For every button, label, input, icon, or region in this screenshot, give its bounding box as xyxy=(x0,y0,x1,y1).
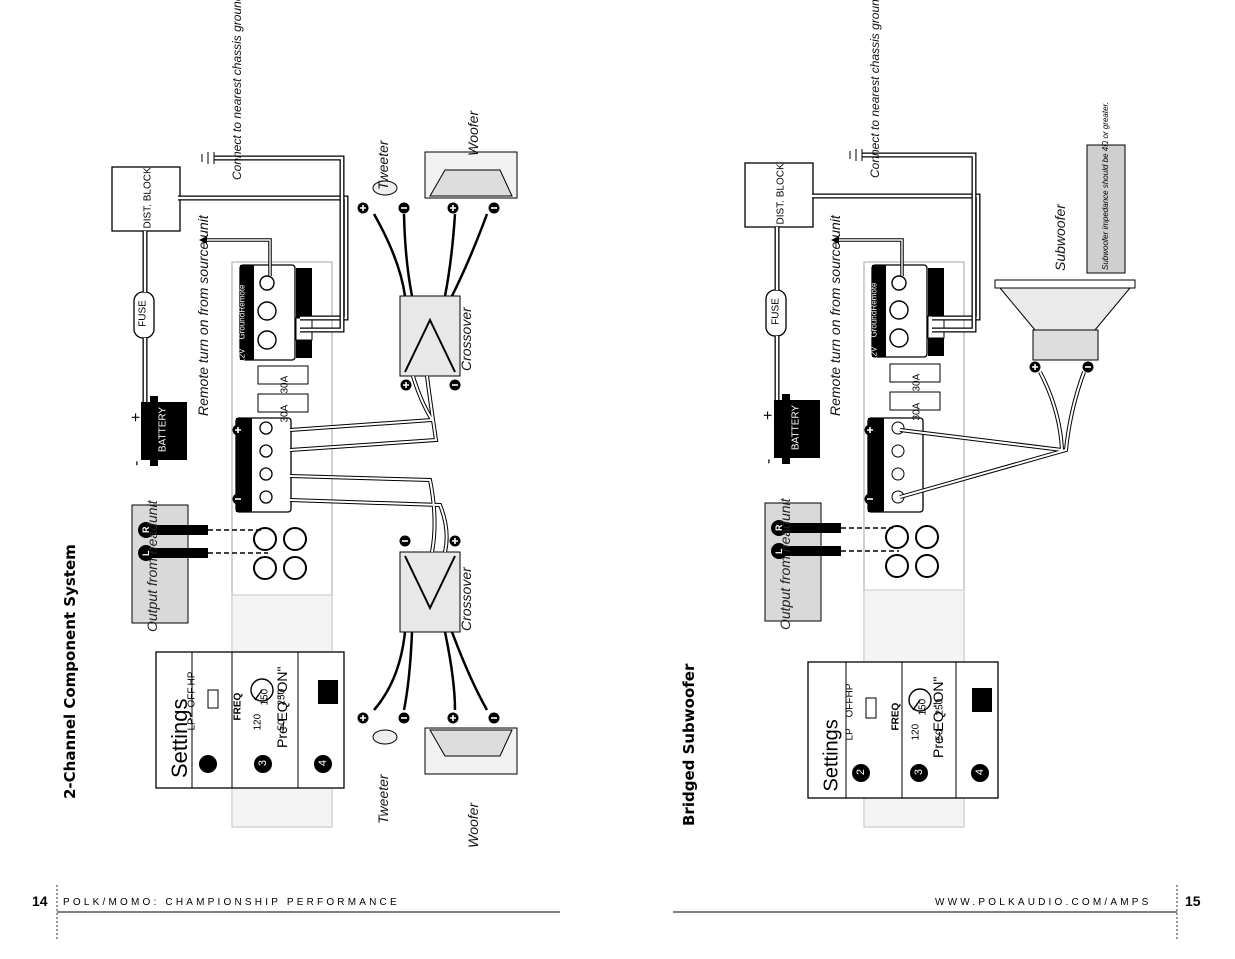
fuse-label-left: FUSE xyxy=(137,300,149,327)
fuse-label-right: FUSE xyxy=(770,298,782,325)
amp-fuse-2 xyxy=(257,393,309,413)
freq-label: FREQ xyxy=(232,692,244,721)
settings-box-left xyxy=(155,651,345,789)
rca-r-left: R xyxy=(141,526,151,534)
rca-l-right: L xyxy=(774,548,784,555)
battery-right xyxy=(774,400,820,458)
battery-label-left: BATTERY xyxy=(157,406,169,453)
rca-r-right: R xyxy=(774,524,784,532)
brand-badge xyxy=(296,268,312,358)
remote-turn-on-left: Remote turn on from source unit xyxy=(195,215,211,416)
page-title-right: Bridged Subwoofer xyxy=(680,663,698,826)
step-3-left: 3 xyxy=(257,759,269,767)
battery-plus-left: + xyxy=(128,412,145,422)
crossover-top-label: Crossover xyxy=(458,307,474,371)
page-title-left: 2-Channel Component System xyxy=(61,544,79,799)
dist-block-label-left: DIST. BLOCK xyxy=(142,167,154,229)
impedance-note: Subwoofer impedance should be 4Ω or grea… xyxy=(1101,101,1110,270)
left-page xyxy=(111,151,518,828)
switch-hp-label-right: HP xyxy=(844,683,856,698)
rca-jack xyxy=(253,527,277,551)
step-4-left: 4 xyxy=(317,759,329,767)
impedance-note-box xyxy=(1086,144,1126,274)
battery-minus-right: - xyxy=(760,458,777,464)
right-page xyxy=(744,144,1136,828)
page-number-right: 15 xyxy=(1185,893,1201,909)
battery xyxy=(141,402,187,460)
crossover-bottom-label: Crossover xyxy=(458,567,474,631)
terminal-remote-right: Remote xyxy=(869,282,879,311)
output-from-headunit-right: Output from headunit xyxy=(777,498,793,630)
freq-250-label: 250 xyxy=(276,688,288,706)
page-number-left: 14 xyxy=(32,893,48,909)
remote-turn-on-right: Remote turn on from source unit xyxy=(827,215,843,416)
footer-text-right: WWW.POLKAUDIO.COM/AMPS xyxy=(935,897,1152,908)
woofer-bottom-label: Woofer xyxy=(465,802,481,848)
settings-box-right xyxy=(807,661,999,799)
battery-label-right: BATTERY xyxy=(790,404,802,451)
freq-150-label: 150 xyxy=(259,688,271,706)
connect-ground-left: Connect to nearest chassis ground xyxy=(230,0,244,180)
battery-plus-right: + xyxy=(760,410,777,420)
tweeter-top-label: Tweeter xyxy=(375,140,391,190)
footer-text-left: POLK/MOMO: CHAMPIONSHIP PERFORMANCE xyxy=(63,897,400,908)
tweeter-top xyxy=(372,180,398,196)
switch-hp-label: HP xyxy=(186,671,198,686)
tweeter-bottom xyxy=(372,729,398,745)
rca-l-left: L xyxy=(141,550,151,557)
fuse-30a-2-right: 30A xyxy=(911,402,923,421)
distribution-block-right xyxy=(744,162,814,228)
settings-title-right: Settings xyxy=(820,719,843,792)
subwoofer-cone xyxy=(998,287,1132,331)
connect-ground-right: Connect to nearest chassis ground xyxy=(868,0,882,178)
step-4-right: 4 xyxy=(974,768,986,776)
subwoofer-frame xyxy=(994,279,1136,289)
fuse-30a-2-left: 30A xyxy=(279,404,291,423)
step-2-right: 2 xyxy=(855,768,867,776)
tweeter-bottom-label: Tweeter xyxy=(375,774,391,824)
amp-fuse-1 xyxy=(257,365,309,385)
freq-150-label-right: 150 xyxy=(917,698,929,716)
dist-block-label-right: DIST. BLOCK xyxy=(775,163,787,225)
freq-label-right: FREQ xyxy=(890,702,902,731)
output-from-headunit-left: Output from headunit xyxy=(144,500,160,632)
terminal-remote-left: Remote xyxy=(237,284,247,313)
battery-minus-left: - xyxy=(128,460,145,466)
woofer-top-label: Woofer xyxy=(465,110,481,156)
subwoofer-label: Subwoofer xyxy=(1052,204,1068,271)
step-3-right: 3 xyxy=(913,768,925,776)
freq-250-label-right: 250 xyxy=(934,698,946,716)
